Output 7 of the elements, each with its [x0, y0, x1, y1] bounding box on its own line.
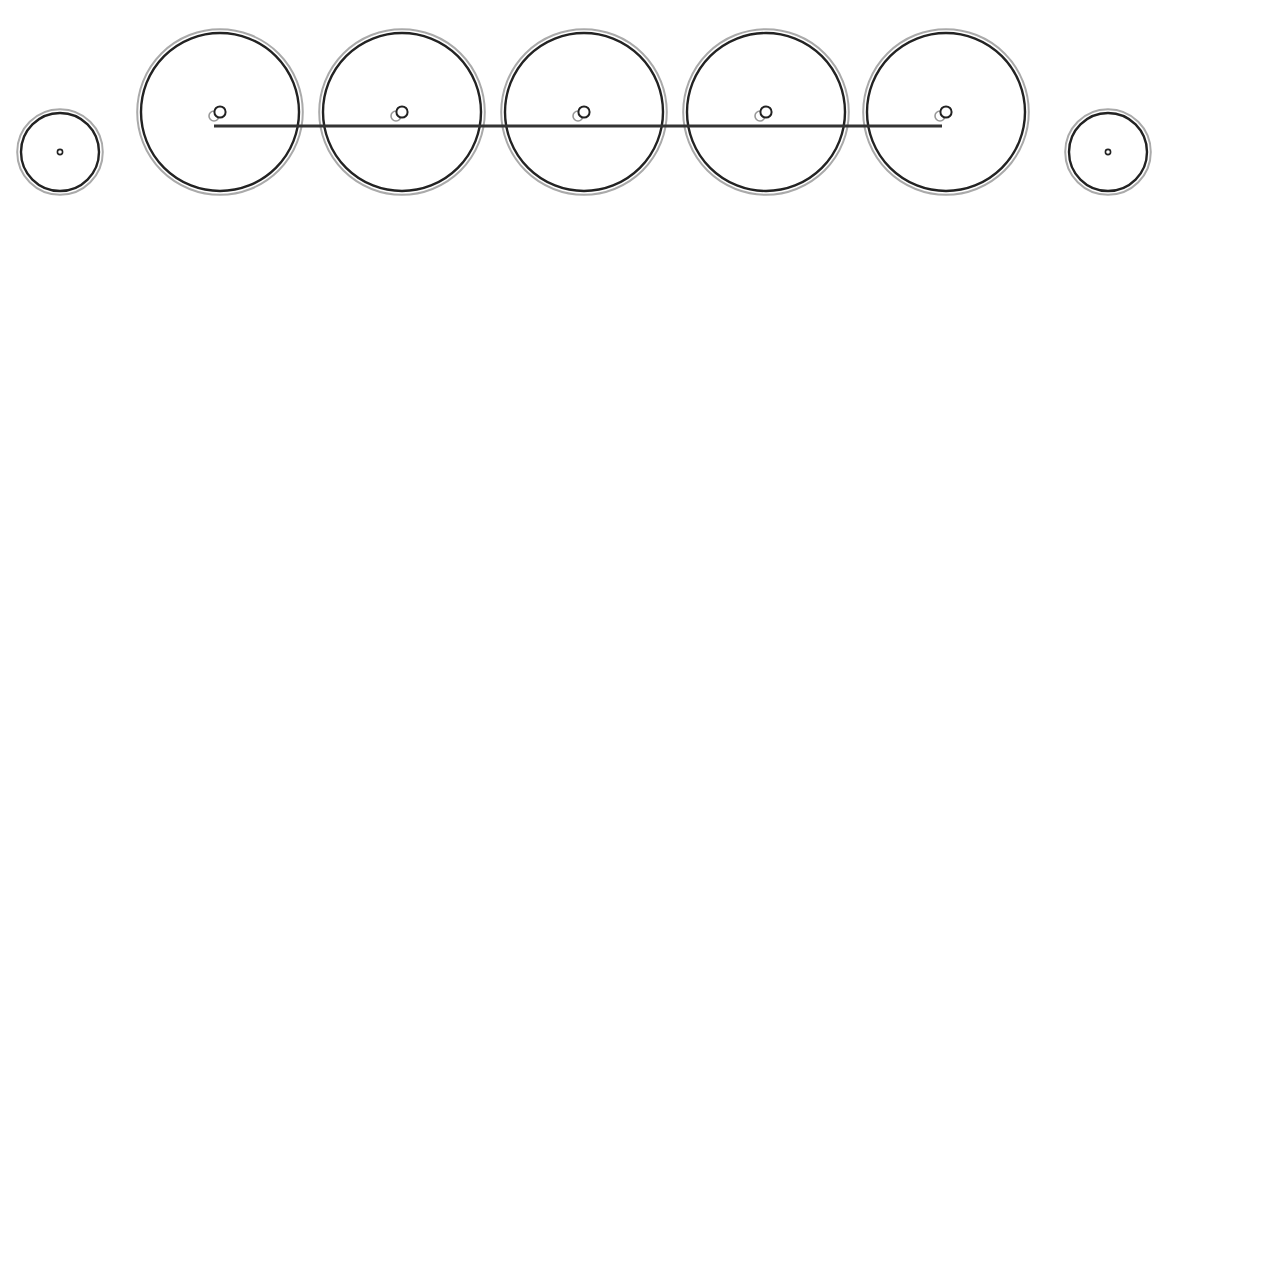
wheel-drawing: [682, 28, 850, 196]
wheel-drawing: [136, 28, 304, 196]
wheel-drawing: [318, 28, 486, 196]
wheel-drawing: [16, 108, 104, 196]
wheel-drawing: [500, 28, 668, 196]
wheel-drawing: [862, 28, 1030, 196]
wheel-drawing: [1064, 108, 1152, 196]
